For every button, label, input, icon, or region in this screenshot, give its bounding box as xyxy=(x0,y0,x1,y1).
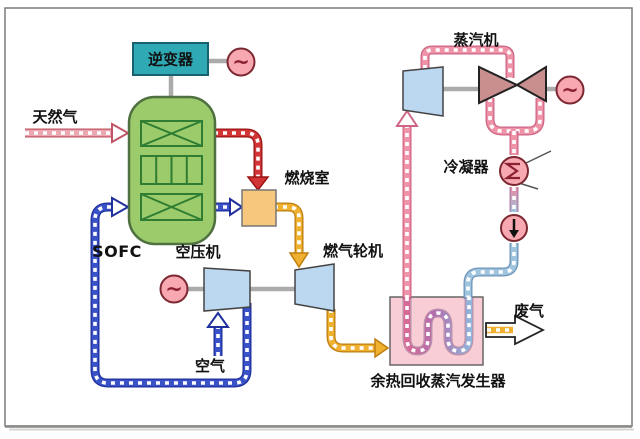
sofc-cells xyxy=(140,120,203,221)
sofc-label: SOFC xyxy=(92,242,142,261)
pump-symbol xyxy=(500,214,528,242)
generator-symbol: ~ xyxy=(561,78,579,102)
sofc-stack xyxy=(127,95,217,246)
turbine-to-hrsg-line xyxy=(331,309,390,359)
fuel-line xyxy=(25,122,131,144)
natural-gas-label: 天然气 xyxy=(32,108,77,126)
generator-symbol: ~ xyxy=(232,50,250,74)
exhaust-arrow xyxy=(486,314,546,346)
hrsg-label: 余热回收蒸汽发生器 xyxy=(369,372,506,390)
air-label: 空气 xyxy=(195,357,225,375)
steam-turbine-hp-shape xyxy=(402,66,444,117)
pump-arrowhead-icon xyxy=(509,230,519,238)
exhaust-label: 废气 xyxy=(514,302,544,320)
anode-arrowhead xyxy=(246,176,270,192)
generator-compressor: ~ xyxy=(159,274,189,304)
combustor-label: 燃烧室 xyxy=(284,169,329,187)
steam-turbine-lp-shape xyxy=(478,65,547,105)
cooling-water-line-in xyxy=(525,150,552,164)
condenser-zigzag-icon xyxy=(503,162,520,180)
air-compressor-label: 空压机 xyxy=(175,243,220,261)
cathode-arrowhead xyxy=(229,197,244,217)
turbine-inlet-arrowhead xyxy=(288,252,310,269)
inverter-box xyxy=(132,42,209,76)
air-inlet-arrowhead xyxy=(206,311,230,328)
air-loop-arrowhead xyxy=(111,196,131,218)
air-loop-line xyxy=(95,196,247,383)
steam-riser-line xyxy=(395,109,419,299)
gas-turbine-label: 燃气轮机 xyxy=(323,242,383,260)
condenser-label: 冷凝器 xyxy=(443,158,489,176)
generator-steam: ~ xyxy=(555,75,585,105)
combustor-to-turbine-line xyxy=(274,207,310,269)
shafts xyxy=(168,58,557,292)
air-inlet-line xyxy=(206,311,230,356)
steam-turbine-label: 蒸汽机 xyxy=(453,31,498,49)
anode-offgas-line xyxy=(214,133,270,192)
compressor-shape xyxy=(203,267,251,312)
generator-symbol: ~ xyxy=(165,277,183,301)
inverter-label: 逆变器 xyxy=(148,51,194,69)
cathode-offgas-line xyxy=(214,197,244,217)
generator-top: ~ xyxy=(226,47,256,77)
fuel-arrowhead xyxy=(111,122,131,144)
condenser-symbol xyxy=(499,156,529,186)
hrsg-inlet-arrowhead xyxy=(374,337,390,359)
gas-turbine-shape xyxy=(294,263,335,312)
combustor-box xyxy=(241,189,277,227)
steam-riser-arrowhead xyxy=(395,109,419,127)
